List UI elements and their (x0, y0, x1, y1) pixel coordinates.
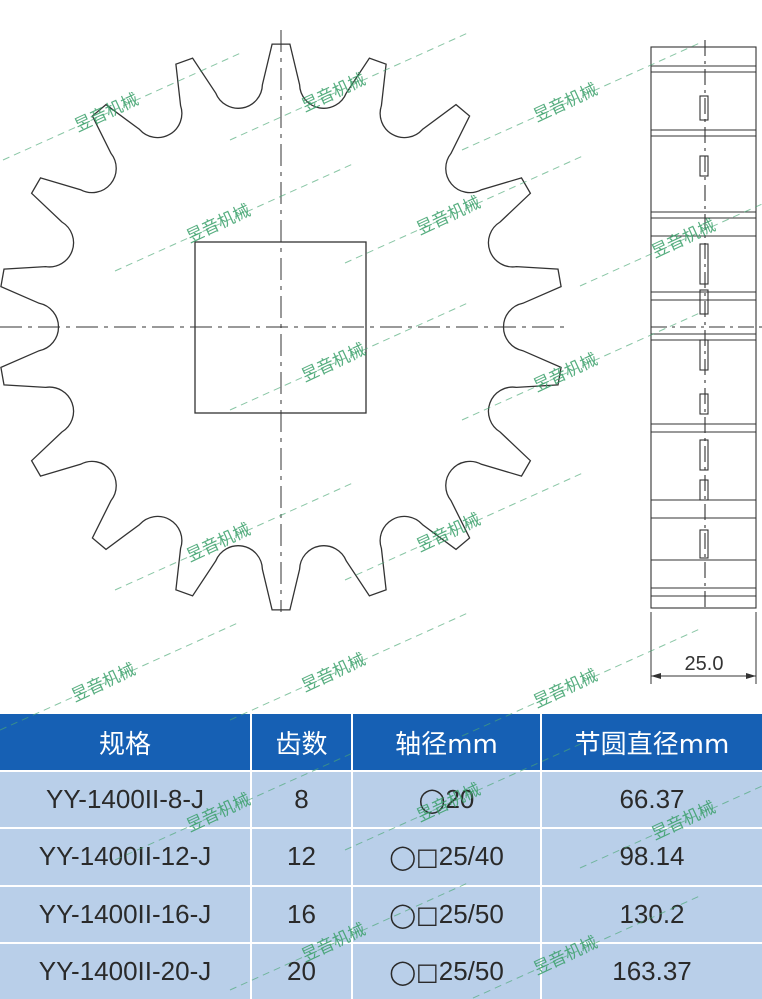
cell-pitch: 130.2 (541, 884, 762, 943)
header-pitch-diameter: 节圆直径mm (541, 714, 762, 771)
cell-teeth: 12 (251, 827, 353, 886)
cell-bore: ◯□25/40 (352, 827, 542, 886)
cell-pitch: 98.14 (541, 827, 762, 886)
cell-spec: YY-1400II-8-J (0, 769, 252, 829)
cell-teeth: 20 (251, 941, 353, 999)
hinge-pin (699, 243, 709, 285)
spec-table: 规格 齿数 轴径mm 节圆直径mm YY-1400II-8-J 8 ◯20 66… (0, 714, 762, 999)
bore-shape-symbols: ◯□ (389, 843, 439, 872)
cell-bore: ◯20 (352, 769, 542, 829)
bore-value: 25/40 (438, 841, 504, 872)
hinge-pin (699, 155, 709, 177)
width-dimension-label: 25.0 (685, 653, 724, 675)
table-header-row: 规格 齿数 轴径mm 节圆直径mm (0, 714, 762, 771)
hinge-pin (699, 529, 709, 559)
hinge-pin (699, 439, 709, 471)
bore-shape-symbols: ◯ (418, 786, 446, 815)
width-dimension: 25.0 (650, 612, 757, 684)
bore-shape-symbols: ◯□ (389, 957, 439, 986)
header-spec: 规格 (0, 714, 252, 771)
hinge-pin (699, 95, 709, 121)
cell-spec: YY-1400II-16-J (0, 884, 252, 943)
drawing-canvas: 25.0 (0, 30, 762, 684)
header-bore: 轴径mm (352, 714, 542, 771)
cell-spec: YY-1400II-20-J (0, 941, 252, 999)
bore-value: 25/50 (438, 898, 504, 929)
cell-pitch: 163.37 (541, 941, 762, 999)
sprocket-front-view (0, 30, 568, 612)
hinge-pin (699, 479, 709, 501)
table-row: YY-1400II-16-J 16 ◯□25/50 130.2 (0, 884, 762, 943)
cell-bore: ◯□25/50 (352, 884, 542, 943)
cell-bore: ◯□25/50 (352, 941, 542, 999)
cell-spec: YY-1400II-12-J (0, 827, 252, 886)
header-teeth: 齿数 (251, 714, 353, 771)
hinge-pin (699, 289, 709, 315)
bore-value: 20 (445, 784, 475, 815)
table-row: YY-1400II-20-J 20 ◯□25/50 163.37 (0, 941, 762, 999)
bore-value: 25/50 (438, 955, 504, 986)
table-row: YY-1400II-12-J 12 ◯□25/40 98.14 (0, 827, 762, 886)
technical-drawing: 25.0 (0, 30, 762, 684)
bore-shape-symbols: ◯□ (389, 900, 439, 929)
table-row: YY-1400II-8-J 8 ◯20 66.37 (0, 769, 762, 829)
cell-teeth: 8 (251, 769, 353, 829)
sprocket-side-view (650, 40, 762, 612)
hinge-pin (699, 339, 709, 371)
cell-pitch: 66.37 (541, 769, 762, 829)
cell-teeth: 16 (251, 884, 353, 943)
hinge-pin (699, 393, 709, 415)
